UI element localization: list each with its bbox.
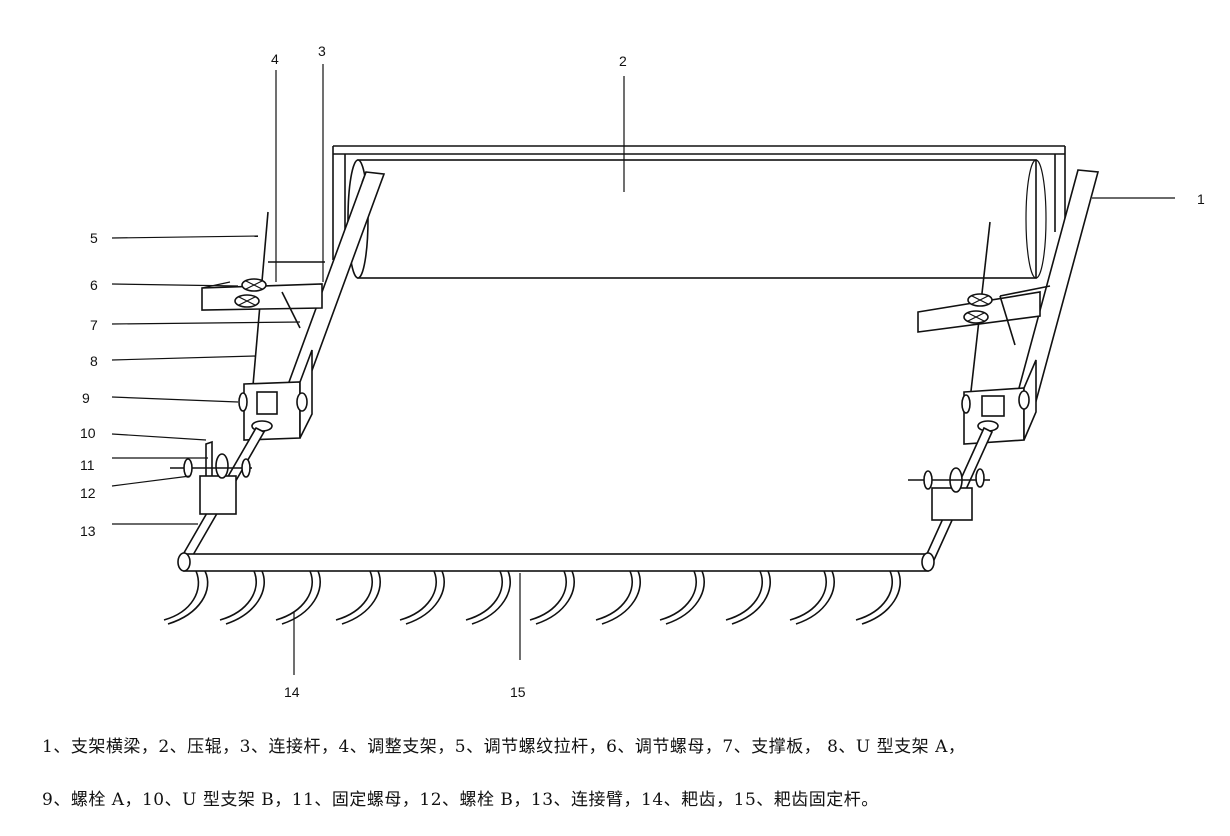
left-adjust-bracket — [201, 211, 325, 421]
upper-frame — [332, 145, 1066, 260]
caption-line-2: 9、螺栓 A，10、U 型支架 B，11、固定螺母，12、螺栓 B，13、连接臂… — [42, 790, 879, 810]
right-adjust-bracket — [917, 221, 1051, 401]
harrow-teeth — [163, 570, 901, 625]
callout-10: 10 — [80, 425, 96, 441]
left-connecting-arm — [170, 426, 266, 564]
callout-7: 7 — [90, 317, 98, 333]
callout-13: 13 — [80, 523, 96, 539]
leader-lines — [111, 64, 1175, 675]
callout-9: 9 — [82, 390, 90, 406]
left-crossbeam — [283, 171, 386, 396]
callout-15: 15 — [510, 684, 526, 700]
callout-5: 5 — [90, 230, 98, 246]
caption-line-1: 1、支架横梁，2、压辊，3、连接杆，4、调整支架，5、调节螺纹拉杆，6、调节螺母… — [42, 737, 966, 757]
right-connecting-arm — [908, 426, 994, 562]
pressing-roller — [347, 159, 1047, 279]
callout-14: 14 — [284, 684, 300, 700]
callout-1: 1 — [1197, 191, 1205, 207]
callout-12: 12 — [80, 485, 96, 501]
left-u-bracket-a — [238, 349, 313, 441]
callout-6: 6 — [90, 277, 98, 293]
tooth-fixing-rod — [177, 552, 935, 572]
callout-4: 4 — [271, 51, 279, 67]
callout-numbers: 1 2 3 4 5 6 7 8 9 10 11 12 13 14 15 — [80, 43, 1205, 700]
callout-2: 2 — [619, 53, 627, 69]
right-u-bracket-a — [961, 359, 1037, 445]
callout-11: 11 — [80, 457, 95, 473]
callout-8: 8 — [90, 353, 98, 369]
callout-3: 3 — [318, 43, 326, 59]
